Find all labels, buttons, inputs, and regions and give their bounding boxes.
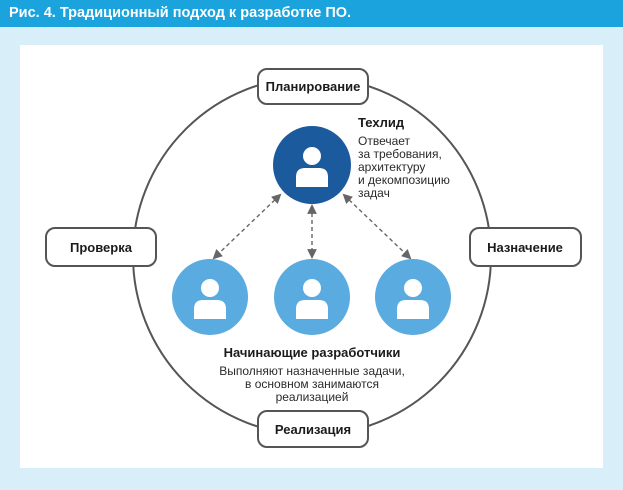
developers-desc-line: Выполняют назначенные задачи, — [219, 364, 405, 378]
developer-avatar-center — [274, 259, 350, 335]
techlead-avatar — [273, 126, 351, 204]
stage-planning: Планирование — [257, 68, 369, 105]
developers-text: Начинающие разработчики Выполняют назнач… — [219, 345, 405, 404]
techlead-desc-line: Отвечает — [358, 134, 411, 148]
person-icon — [194, 279, 226, 319]
arrow-techlead-dev-right — [342, 193, 412, 260]
developers-name: Начинающие разработчики — [224, 345, 401, 360]
figure-title-bar: Рис. 4. Традиционный подход к разработке… — [0, 0, 623, 27]
stage-review-label: Проверка — [70, 240, 133, 255]
developer-avatar-right — [375, 259, 451, 335]
techlead-desc-line: задач — [358, 186, 390, 200]
person-icon — [397, 279, 429, 319]
stage-assignment: Назначение — [469, 227, 582, 267]
stage-implementation-label: Реализация — [275, 422, 351, 437]
techlead-name: Техлид — [358, 115, 405, 130]
developers-desc-line: реализацией — [276, 390, 349, 404]
stage-implementation: Реализация — [257, 410, 369, 448]
techlead-text: Техлид Отвечает за требования, архитекту… — [358, 115, 450, 200]
techlead-desc-line: архитектуру — [358, 160, 425, 174]
developer-avatar-left — [172, 259, 248, 335]
stage-review: Проверка — [45, 227, 157, 267]
person-icon — [296, 279, 328, 319]
arrow-techlead-dev-left — [212, 193, 282, 260]
developers-desc-line: в основном занимаются — [245, 377, 379, 391]
techlead-desc-line: и декомпозицию — [358, 173, 450, 187]
figure-title: Рис. 4. Традиционный подход к разработке… — [9, 5, 352, 21]
techlead-desc-line: за требования, — [358, 147, 442, 161]
person-icon — [296, 147, 328, 187]
stage-assignment-label: Назначение — [487, 240, 563, 255]
stage-planning-label: Планирование — [266, 79, 361, 94]
